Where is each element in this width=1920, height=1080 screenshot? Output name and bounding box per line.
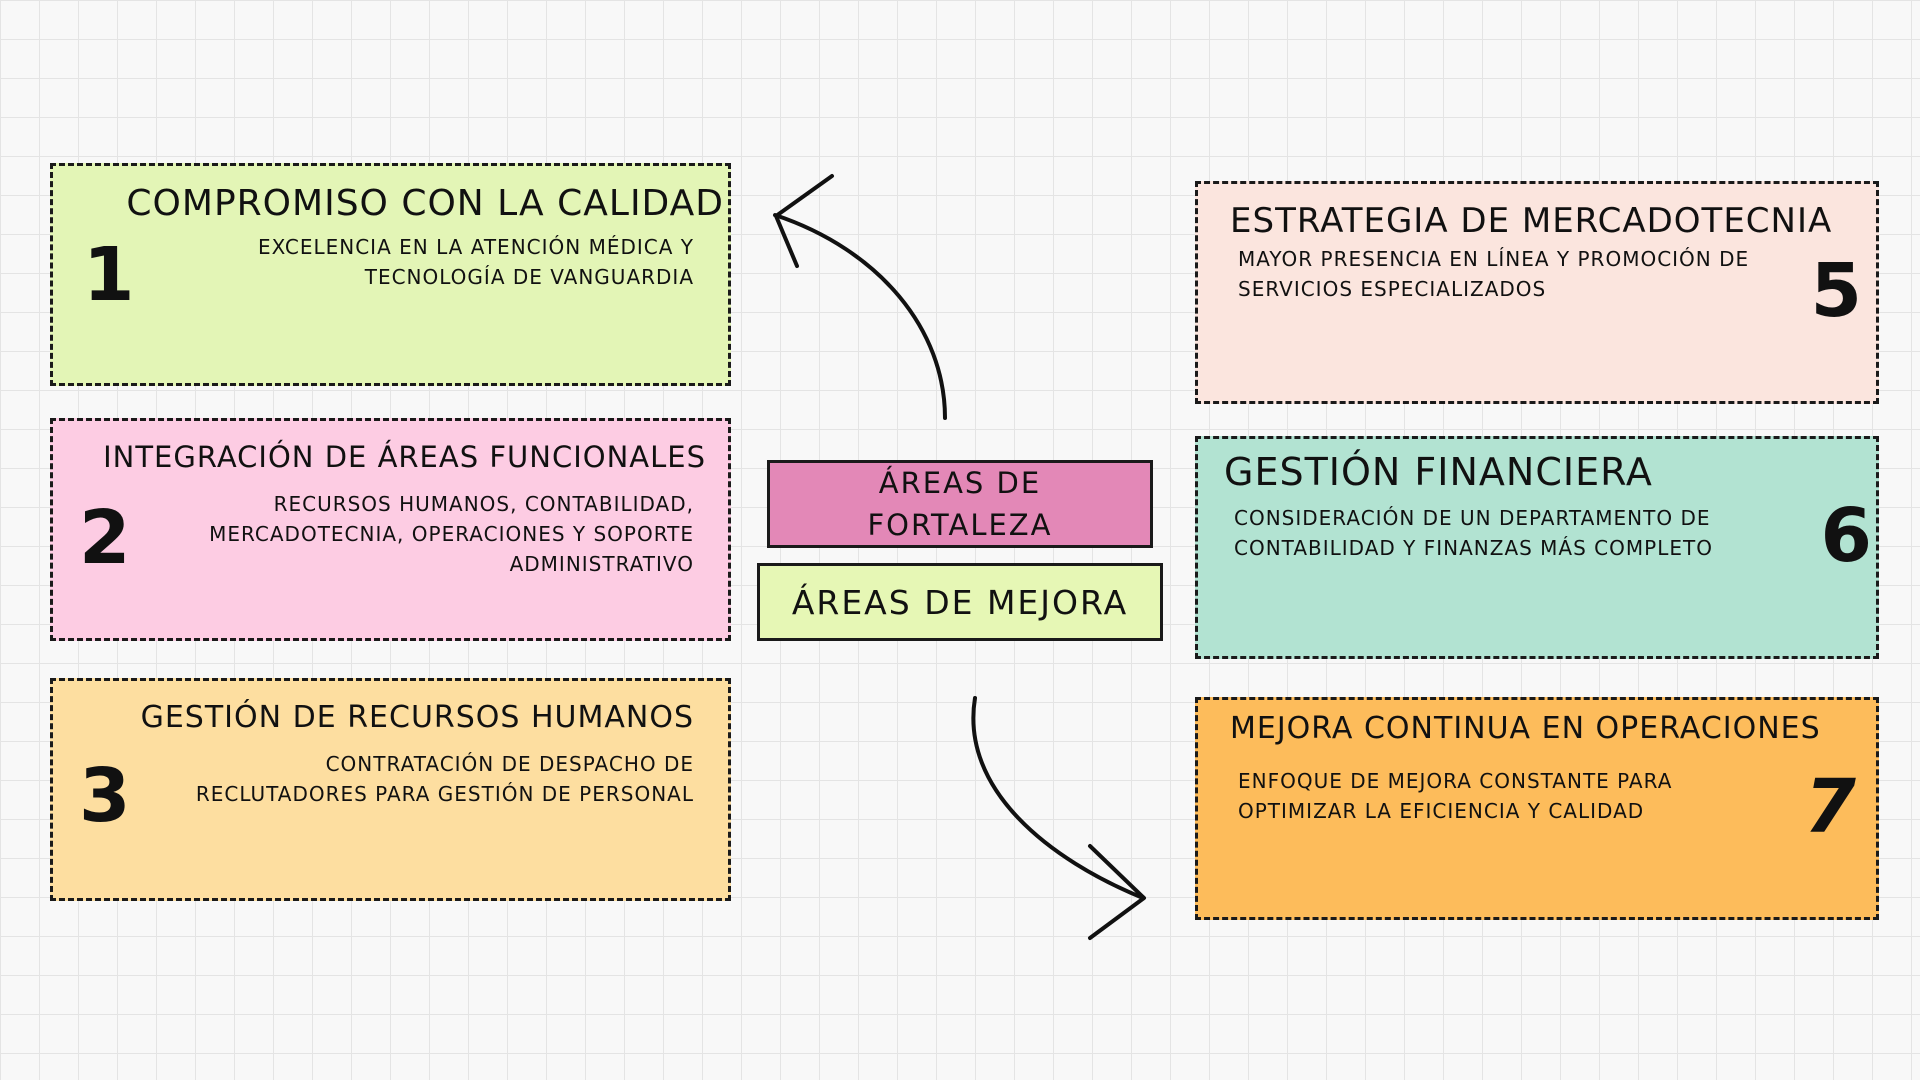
strengths-label: Áreas de fortaleza — [867, 466, 1053, 542]
arrow-to-improvement — [971, 696, 1145, 900]
card-number: 6 — [1820, 493, 1873, 579]
card-number: 1 — [83, 232, 135, 318]
arrow-to-strengths — [773, 213, 947, 420]
card-title: Estrategia de mercadotecnia — [1230, 201, 1833, 241]
card-title: Gestión de recursos humanos — [140, 700, 694, 735]
strengths-label-box: Áreas de fortaleza — [767, 460, 1153, 548]
card-title: Integración de áreas funcionales — [103, 440, 706, 474]
card-description: Mayor presencia en línea y promoción de … — [1238, 247, 1750, 301]
improvement-label-box: Áreas de mejora — [757, 563, 1163, 641]
card-6: Gestión financiera Consideración de un d… — [1195, 436, 1879, 659]
card-description: Excelencia en la atención médica y tecno… — [257, 235, 694, 289]
card-number: 7 — [1804, 764, 1857, 850]
card-1: Compromiso con la calidad 1 Excelencia e… — [50, 163, 731, 386]
arrowhead-down-right — [1088, 844, 1146, 940]
card-title: Mejora continua en operaciones — [1230, 711, 1821, 746]
card-description: Recursos humanos, contabilidad, mercadot… — [209, 492, 694, 576]
card-2: Integración de áreas funcionales 2 Recur… — [50, 418, 731, 641]
card-7: Mejora continua en operaciones Enfoque d… — [1195, 697, 1879, 920]
card-5: Estrategia de mercadotecnia Mayor presen… — [1195, 181, 1879, 404]
card-number: 2 — [79, 495, 131, 581]
card-number: 5 — [1810, 248, 1863, 334]
card-description: Consideración de un departamento de cont… — [1234, 506, 1713, 560]
card-title: Gestión financiera — [1224, 450, 1653, 494]
arrowhead-up-left — [774, 174, 834, 268]
card-description: Contratación de despacho de reclutadores… — [195, 752, 694, 806]
card-number: 3 — [79, 753, 131, 839]
card-description: Enfoque de mejora constante para optimiz… — [1238, 769, 1673, 823]
card-3: Gestión de recursos humanos 3 Contrataci… — [50, 678, 731, 901]
improvement-label: Áreas de mejora — [791, 582, 1129, 622]
card-title: Compromiso con la calidad — [126, 183, 724, 224]
